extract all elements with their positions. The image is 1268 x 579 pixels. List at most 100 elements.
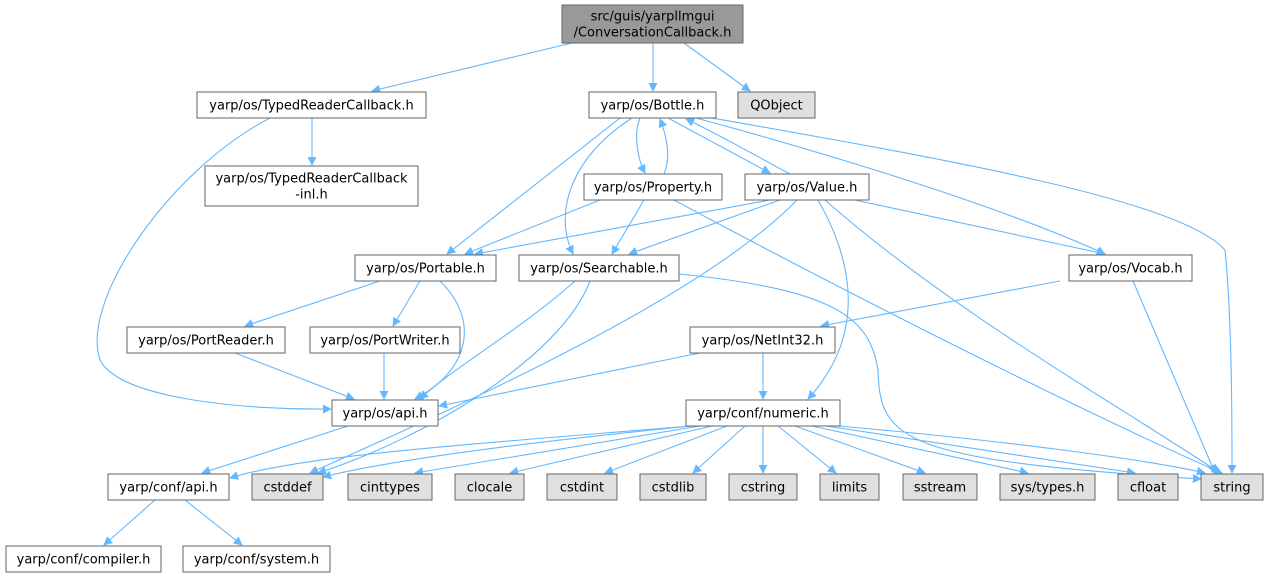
edge-conf-numeric-to-string — [837, 425, 1206, 476]
node-label: yarp/os/TypedReaderCallback — [215, 172, 407, 187]
node-net-int32[interactable]: yarp/os/NetInt32.h — [689, 326, 836, 354]
node-label: -inl.h — [295, 188, 328, 203]
node-cstddef[interactable]: cstddef — [251, 473, 324, 501]
node-box — [454, 473, 525, 501]
edge-conf-numeric-to-cfloat — [825, 425, 1136, 477]
node-searchable[interactable]: yarp/os/Searchable.h — [518, 254, 680, 282]
node-box — [331, 399, 439, 427]
edge-port-reader-to-os-api — [234, 352, 355, 401]
node-cstring[interactable]: cstring — [728, 473, 798, 501]
node-root[interactable]: src/guis/yarpllmgui/ConversationCallback… — [561, 4, 744, 44]
node-label: yarp/os/Portable.h — [366, 262, 485, 277]
node-box — [1117, 473, 1179, 501]
node-cstdint[interactable]: cstdint — [546, 473, 618, 501]
edge-searchable-to-os-api — [419, 280, 576, 400]
node-portable[interactable]: yarp/os/Portable.h — [354, 254, 497, 282]
node-label: yarp/os/Property.h — [594, 181, 712, 196]
edge-typed-reader-callback-to-os-api — [96, 117, 332, 414]
edge-vocab-to-net-int32 — [820, 280, 1061, 329]
node-box — [107, 473, 230, 501]
node-typed-reader-callback-inl[interactable]: yarp/os/TypedReaderCallback-inl.h — [204, 165, 419, 207]
node-sys-types[interactable]: sys/types.h — [999, 473, 1096, 501]
node-label: cstdint — [560, 481, 604, 496]
edge-net-int32-to-os-api — [438, 352, 701, 409]
node-box — [685, 399, 841, 427]
edge-conf-api-to-conf-system — [184, 499, 243, 546]
edge-searchable-to-cstddef — [317, 280, 591, 475]
edge-conf-numeric-to-clocale — [509, 425, 713, 476]
edge-root-to-typed-reader-callback — [371, 42, 573, 94]
edge-bottle-to-property — [636, 117, 646, 174]
node-box — [546, 473, 618, 501]
edge-portable-to-port-reader — [244, 280, 381, 328]
node-box — [689, 326, 836, 354]
edge-value-to-conf-numeric — [807, 199, 849, 400]
node-box — [309, 326, 461, 354]
node-label: yarp/os/TypedReaderCallback.h — [209, 99, 413, 114]
node-label: yarp/conf/numeric.h — [697, 407, 829, 422]
node-string[interactable]: string — [1200, 473, 1264, 501]
edge-property-to-bottle — [658, 118, 669, 175]
edge-value-to-searchable — [628, 199, 781, 256]
node-box — [999, 473, 1096, 501]
node-limits[interactable]: limits — [819, 473, 880, 501]
node-box — [819, 473, 880, 501]
node-box — [561, 4, 744, 44]
node-box — [744, 173, 870, 201]
edge-property-to-searchable — [611, 199, 645, 255]
edge-bottle-to-searchable — [564, 117, 633, 255]
node-label: cstdlib — [652, 481, 695, 496]
node-label: yarp/os/Searchable.h — [530, 262, 668, 277]
node-conf-numeric[interactable]: yarp/conf/numeric.h — [685, 399, 841, 427]
edge-value-to-string — [824, 199, 1221, 474]
node-label: yarp/os/NetInt32.h — [702, 334, 824, 349]
node-box — [196, 91, 427, 119]
edges — [96, 42, 1237, 546]
edge-conf-numeric-to-sstream — [794, 425, 926, 475]
node-cfloat[interactable]: cfloat — [1117, 473, 1179, 501]
nodes: src/guis/yarpllmgui/ConversationCallback… — [5, 4, 1264, 573]
node-conf-api[interactable]: yarp/conf/api.h — [107, 473, 230, 501]
node-box — [126, 326, 286, 354]
node-cinttypes[interactable]: cinttypes — [347, 473, 433, 501]
node-box — [347, 473, 433, 501]
node-box — [518, 254, 680, 282]
node-port-reader[interactable]: yarp/os/PortReader.h — [126, 326, 286, 354]
node-box — [583, 173, 723, 201]
node-label: yarp/os/Vocab.h — [1078, 262, 1182, 277]
node-clocale[interactable]: clocale — [454, 473, 525, 501]
edge-searchable-to-string — [678, 273, 1202, 483]
node-sstream[interactable]: sstream — [902, 473, 978, 501]
node-property[interactable]: yarp/os/Property.h — [583, 173, 723, 201]
node-label: cfloat — [1130, 481, 1166, 496]
node-typed-reader-callback[interactable]: yarp/os/TypedReaderCallback.h — [196, 91, 427, 119]
node-value[interactable]: yarp/os/Value.h — [744, 173, 870, 201]
node-box — [639, 473, 707, 501]
node-box — [1200, 473, 1264, 501]
node-cstdlib[interactable]: cstdlib — [639, 473, 707, 501]
edge-conf-numeric-to-cinttypes — [414, 425, 701, 477]
node-box — [5, 545, 162, 573]
node-box — [728, 473, 798, 501]
node-vocab[interactable]: yarp/os/Vocab.h — [1068, 254, 1193, 282]
node-label: yarp/conf/api.h — [119, 481, 217, 496]
edge-property-to-string — [673, 199, 1223, 474]
node-label: cinttypes — [360, 481, 420, 496]
node-bottle[interactable]: yarp/os/Bottle.h — [588, 91, 717, 119]
node-conf-system[interactable]: yarp/conf/system.h — [182, 545, 331, 573]
node-label: string — [1213, 481, 1250, 496]
node-label: /ConversationCallback.h — [574, 26, 732, 41]
node-label: yarp/os/PortWriter.h — [320, 334, 449, 349]
node-conf-compiler[interactable]: yarp/conf/compiler.h — [5, 545, 162, 573]
node-label: yarp/os/api.h — [343, 407, 428, 422]
node-os-api[interactable]: yarp/os/api.h — [331, 399, 439, 427]
node-qobject[interactable]: QObject — [737, 91, 816, 119]
node-label: sstream — [914, 481, 966, 496]
node-box — [902, 473, 978, 501]
edge-value-to-portable — [474, 199, 771, 257]
node-port-writer[interactable]: yarp/os/PortWriter.h — [309, 326, 461, 354]
node-label: yarp/os/Bottle.h — [601, 99, 705, 114]
node-box — [204, 165, 419, 207]
node-label: limits — [832, 481, 868, 496]
